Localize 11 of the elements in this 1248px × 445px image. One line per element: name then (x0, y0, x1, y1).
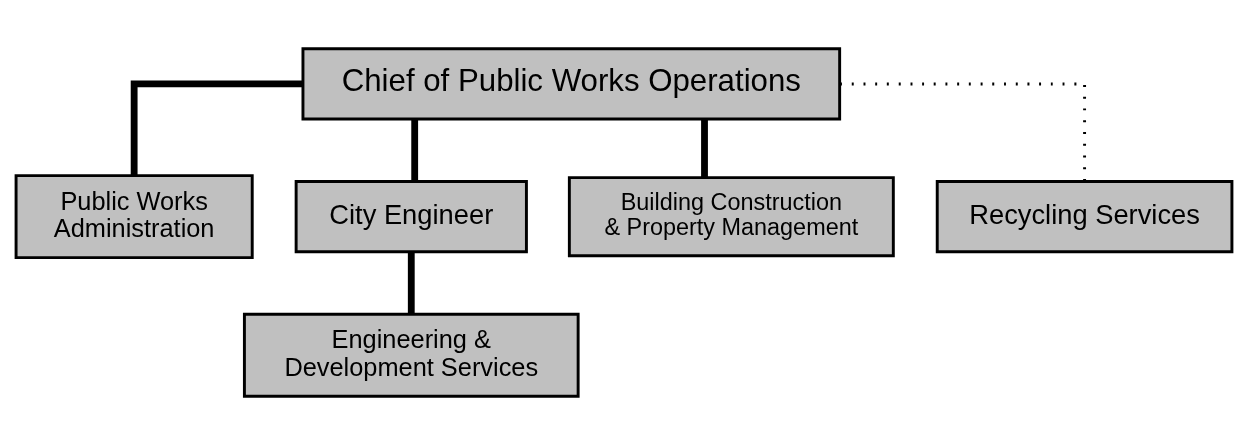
node-box: Chief of Public Works Operations (301, 47, 842, 121)
node-box: Engineering & Development Services (242, 312, 580, 398)
node-box: Recycling Services (935, 180, 1234, 254)
connector (839, 82, 1087, 182)
connector (407, 252, 415, 314)
node-box: Building Construction & Property Management (567, 176, 895, 258)
node-box: Public Works Administration (14, 174, 254, 260)
connector (701, 119, 708, 178)
node-box: City Engineer (294, 180, 528, 254)
connector (130, 80, 303, 176)
connector (411, 119, 419, 181)
